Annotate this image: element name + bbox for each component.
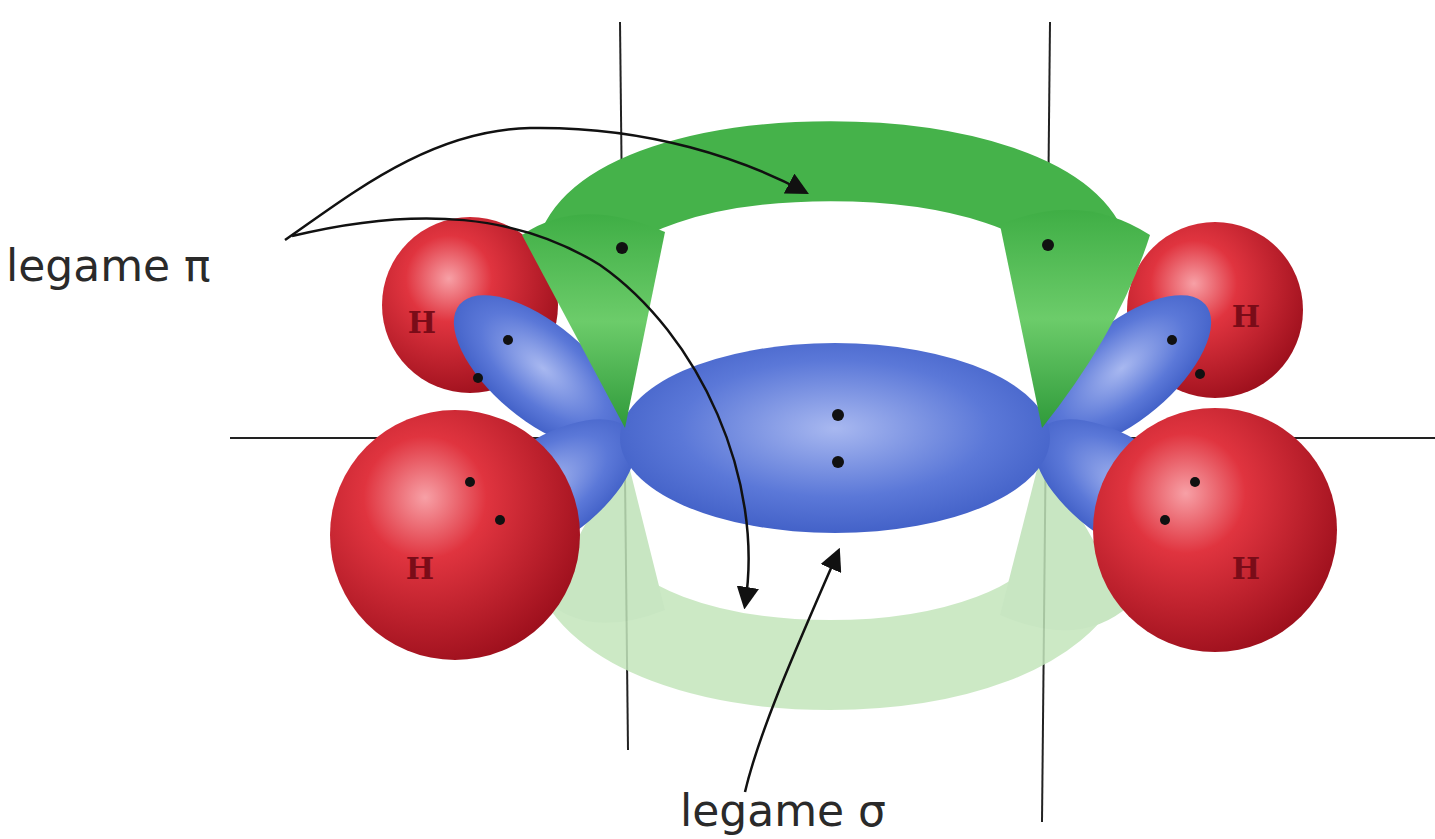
pi-lobe-upper: [522, 161, 1150, 428]
hydrogen-atom: H: [386, 534, 454, 602]
hydrogen-atom: H: [1212, 534, 1280, 602]
atom-symbol: H: [408, 305, 436, 340]
atom-symbol: H: [406, 551, 434, 586]
axis-lines: [230, 22, 1435, 822]
electron-dots: [465, 239, 1205, 525]
atom-symbol: H: [1232, 551, 1260, 586]
hydrogen-atom: H: [388, 288, 456, 356]
hydrogen-sphere: [330, 410, 580, 660]
bond-label: legame σ: [680, 785, 886, 836]
atom-symbol: H: [1232, 299, 1260, 334]
c-c-sigma-lobe: [620, 343, 1050, 533]
hydrogen-atom: H: [1212, 282, 1280, 350]
hydrogen-sphere: [1093, 408, 1337, 652]
leader-arrows: [285, 128, 838, 792]
bond-label: legame π: [6, 240, 211, 291]
